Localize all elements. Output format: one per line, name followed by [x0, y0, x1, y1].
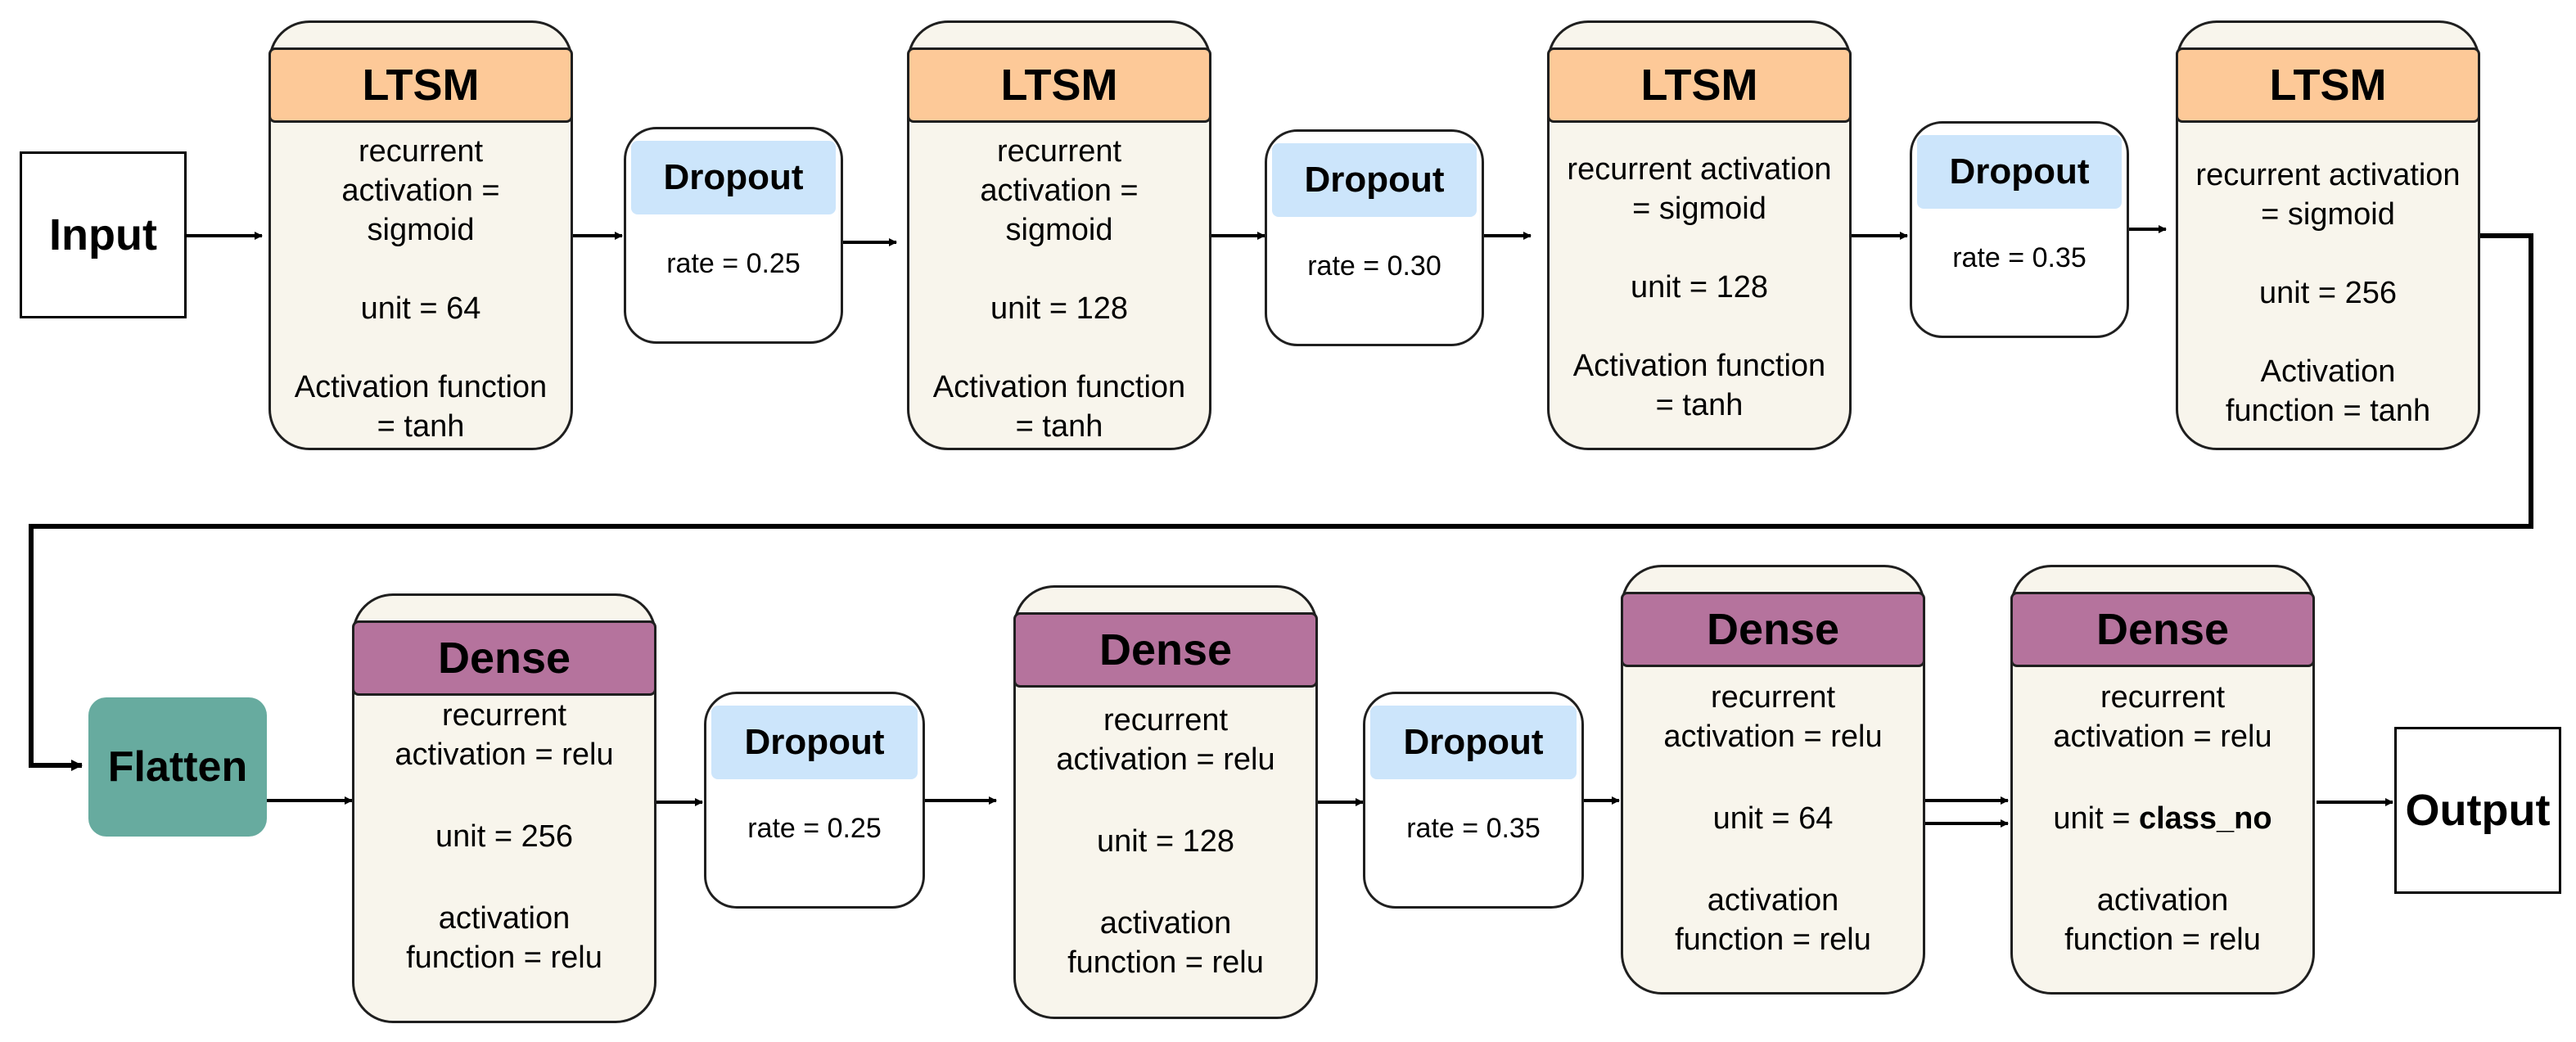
activation-function-text: activation function = relu	[406, 901, 602, 975]
unit-text: unit = 128	[990, 291, 1128, 326]
unit-text: unit = 256	[435, 819, 573, 854]
activation-function-text: activation function = relu	[1675, 883, 1871, 957]
dense-layer-title: Dense	[352, 620, 656, 696]
lstm-layer-4: LTSM recurrent activation = sigmoid unit…	[2176, 20, 2480, 450]
recurrent-activation-text: recurrent activation = relu	[1663, 680, 1883, 754]
recurrent-activation-text: recurrent activation = sigmoid	[1567, 152, 1832, 226]
lstm-layer-title: LTSM	[1547, 47, 1852, 123]
dropout-layer-4: Dropout rate = 0.25	[704, 692, 925, 909]
dropout-layer-1: Dropout rate = 0.25	[624, 127, 843, 344]
unit-text: unit = 256	[2259, 276, 2397, 310]
dropout-rate: rate = 0.35	[1406, 813, 1541, 844]
output-box: Output	[2394, 727, 2561, 894]
recurrent-activation-text: recurrent activation = sigmoid	[341, 134, 500, 247]
unit-text: unit = class_no	[2018, 799, 2308, 838]
activation-function-text: Activation function = tanh	[294, 370, 548, 444]
dense-layer-title: Dense	[2010, 592, 2315, 667]
flatten-label: Flatten	[107, 743, 248, 791]
dropout-title: Dropout	[631, 141, 836, 214]
dropout-rate: rate = 0.35	[1952, 242, 2087, 273]
dropout-title: Dropout	[1917, 135, 2122, 209]
lstm-layer-title: LTSM	[2176, 47, 2480, 123]
dropout-title: Dropout	[1272, 143, 1477, 217]
unit-text: unit = 64	[360, 291, 481, 326]
lstm-layer-3: LTSM recurrent activation = sigmoid unit…	[1547, 20, 1852, 450]
unit-prefix: unit =	[2053, 801, 2139, 836]
output-label: Output	[2405, 786, 2551, 835]
activation-function-text: activation function = relu	[1067, 906, 1264, 980]
dropout-layer-5: Dropout rate = 0.35	[1363, 692, 1584, 909]
unit-class-no: class_no	[2138, 801, 2272, 836]
activation-function-text: Activation function = tanh	[2225, 354, 2431, 428]
dropout-layer-2: Dropout rate = 0.30	[1265, 129, 1484, 346]
dense-layer-4: Dense recurrent activation = relu unit =…	[2010, 565, 2315, 995]
flatten-box: Flatten	[88, 697, 267, 837]
dropout-rate: rate = 0.25	[666, 248, 801, 279]
dense-layer-title: Dense	[1621, 592, 1925, 667]
lstm-layer-2: LTSM recurrent activation = sigmoid unit…	[907, 20, 1211, 450]
lstm-layer-title: LTSM	[268, 47, 573, 123]
dense-layer-3: Dense recurrent activation = relu unit =…	[1621, 565, 1925, 995]
recurrent-activation-text: recurrent activation = relu	[1056, 703, 1275, 777]
activation-function-text: activation function = relu	[2064, 883, 2261, 957]
recurrent-activation-text: recurrent activation = relu	[2053, 680, 2272, 754]
activation-function-text: Activation function = tanh	[1572, 349, 1826, 422]
activation-function-text: Activation function = tanh	[932, 370, 1186, 444]
input-box: Input	[20, 151, 187, 318]
dropout-rate: rate = 0.25	[747, 813, 882, 844]
unit-text: unit = 128	[1097, 824, 1234, 859]
unit-text: unit = 128	[1631, 270, 1768, 304]
recurrent-activation-text: recurrent activation = sigmoid	[980, 134, 1139, 247]
input-label: Input	[49, 210, 157, 259]
dense-layer-1: Dense recurrent activation = relu unit =…	[352, 593, 656, 1023]
dropout-title: Dropout	[1370, 706, 1577, 779]
dropout-title: Dropout	[711, 706, 918, 779]
recurrent-activation-text: recurrent activation = sigmoid	[2195, 158, 2461, 232]
dropout-layer-3: Dropout rate = 0.35	[1910, 121, 2129, 338]
dropout-rate: rate = 0.30	[1307, 250, 1441, 282]
lstm-layer-title: LTSM	[907, 47, 1211, 123]
dense-layer-title: Dense	[1013, 612, 1318, 688]
dense-layer-2: Dense recurrent activation = relu unit =…	[1013, 585, 1318, 1019]
lstm-layer-1: LTSM recurrent activation = sigmoid unit…	[268, 20, 573, 450]
recurrent-activation-text: recurrent activation = relu	[395, 698, 614, 772]
unit-text: unit = 64	[1712, 801, 1834, 836]
